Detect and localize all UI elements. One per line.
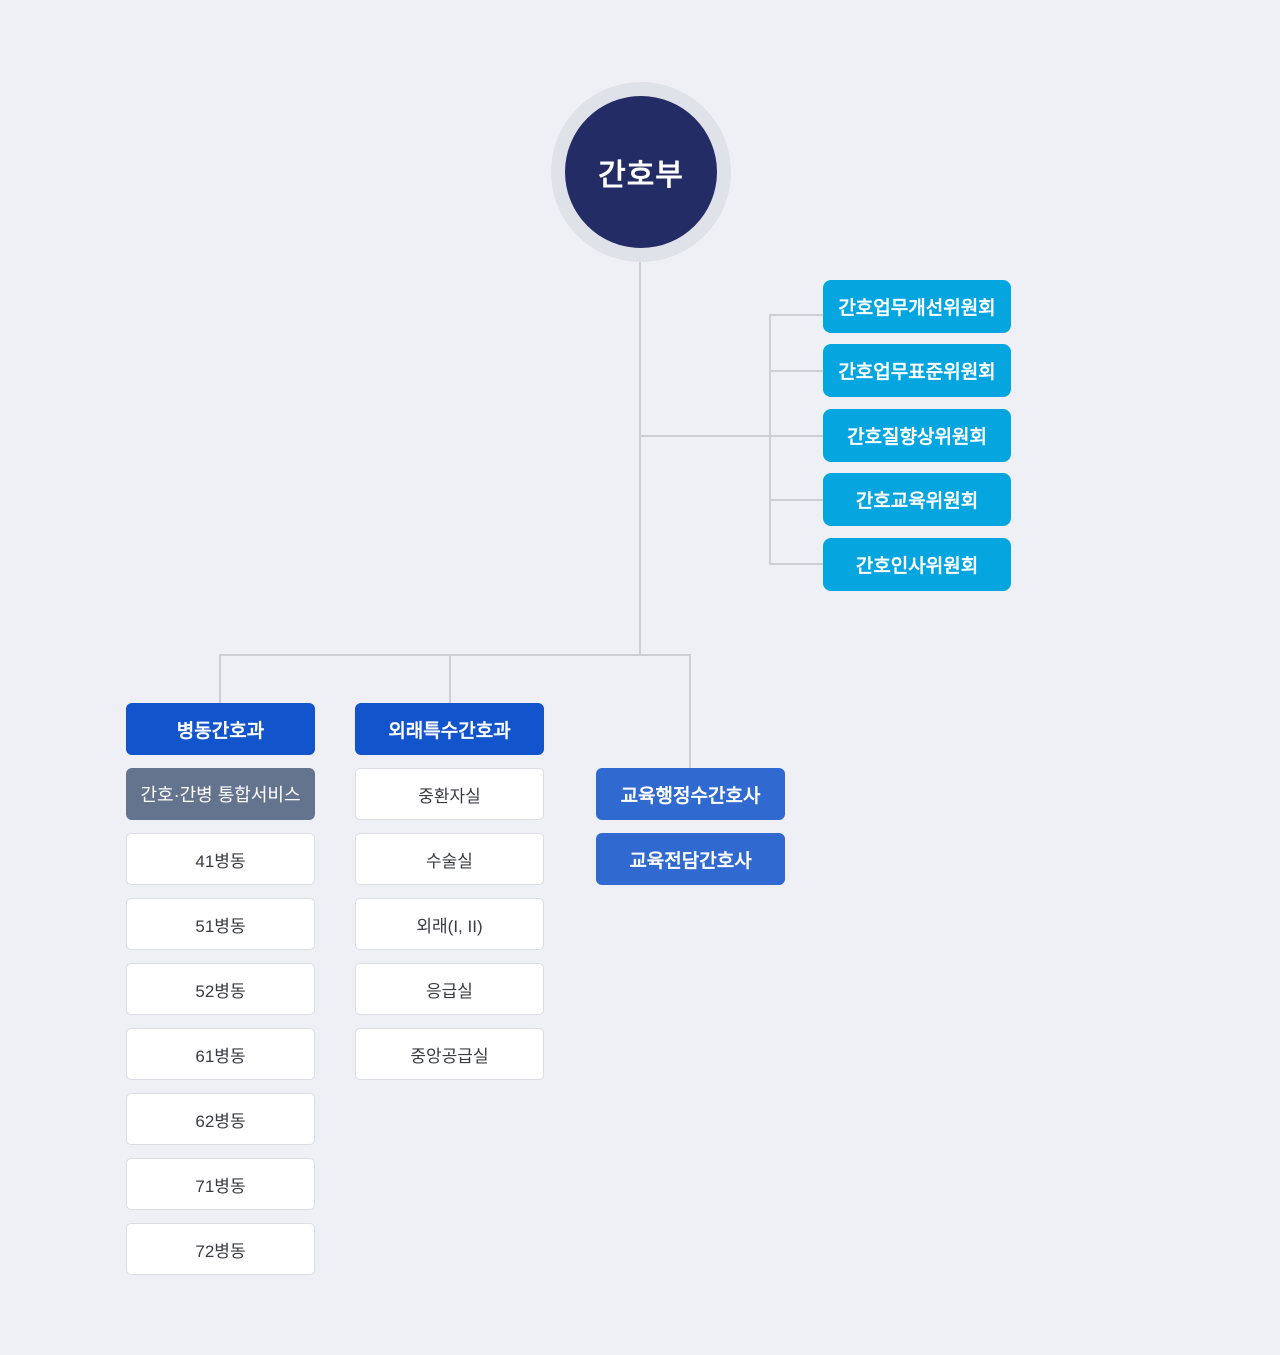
committee-node-quality: 간호질향상위원회: [823, 409, 1011, 462]
ward-label: 52병동: [195, 981, 246, 1001]
ward-node-72: 72병동: [126, 1223, 315, 1275]
unit-label: 응급실: [426, 981, 473, 1001]
division-header-label: 병동간호과: [176, 720, 265, 742]
committee-label: 간호질향상위원회: [847, 427, 987, 448]
ward-division-header: 병동간호과: [126, 703, 315, 755]
ward-label: 61병동: [195, 1046, 246, 1066]
education-node-label: 교육전담간호사: [629, 850, 752, 872]
ward-label: 41병동: [195, 851, 246, 871]
ward-label: 72병동: [195, 1241, 246, 1261]
division-header-label: 외래특수간호과: [388, 720, 511, 742]
committee-node-standards: 간호업무표준위원회: [823, 344, 1011, 397]
ward-node-51: 51병동: [126, 898, 315, 950]
ward-node-52: 52병동: [126, 963, 315, 1015]
committee-node-personnel: 간호인사위원회: [823, 538, 1011, 591]
ward-label: 71병동: [195, 1176, 246, 1196]
connector-drop-ward-division: [219, 654, 221, 703]
connector-committee-stub-1: [770, 314, 823, 316]
ward-label: 51병동: [195, 916, 246, 936]
committee-label: 간호인사위원회: [855, 556, 979, 577]
ward-node-62: 62병동: [126, 1093, 315, 1145]
ward-node-41: 41병동: [126, 833, 315, 885]
connector-committee-branch: [640, 435, 823, 437]
committee-label: 간호업무개선위원회: [838, 298, 996, 319]
committee-node-education: 간호교육위원회: [823, 473, 1011, 526]
ward-label: 62병동: [195, 1111, 246, 1131]
integrated-care-service-label: 간호·간병 통합서비스: [140, 785, 301, 805]
root-node-ring: 간호부: [551, 82, 731, 262]
education-node-label: 교육행정수간호사: [620, 785, 761, 807]
unit-label: 중앙공급실: [410, 1046, 489, 1066]
unit-node-emergency: 응급실: [355, 963, 544, 1015]
unit-node-operating-room: 수술실: [355, 833, 544, 885]
committee-node-improvement: 간호업무개선위원회: [823, 280, 1011, 333]
integrated-care-service-node: 간호·간병 통합서비스: [126, 768, 315, 820]
committee-label: 간호업무표준위원회: [838, 362, 996, 383]
unit-label: 수술실: [426, 851, 473, 871]
root-node-label: 간호부: [598, 159, 684, 192]
connector-committee-stub-2: [770, 370, 823, 372]
ward-node-61: 61병동: [126, 1028, 315, 1080]
unit-node-outpatient: 외래(I, II): [355, 898, 544, 950]
education-dedicated-nurse-node: 교육전담간호사: [596, 833, 785, 885]
ward-node-71: 71병동: [126, 1158, 315, 1210]
root-node: 간호부: [565, 96, 717, 248]
connector-root-vertical: [639, 262, 641, 655]
connector-committee-stub-5: [770, 563, 823, 565]
connector-drop-education: [689, 654, 691, 768]
unit-label: 중환자실: [418, 786, 481, 806]
connector-committee-stub-4: [770, 499, 823, 501]
unit-node-icu: 중환자실: [355, 768, 544, 820]
outpatient-division-header: 외래특수간호과: [355, 703, 544, 755]
connector-drop-outpatient-division: [449, 654, 451, 703]
committee-label: 간호교육위원회: [855, 491, 979, 512]
unit-label: 외래(I, II): [416, 916, 483, 936]
connector-bottom-horizontal: [220, 654, 690, 656]
unit-node-central-supply: 중앙공급실: [355, 1028, 544, 1080]
education-admin-head-nurse-node: 교육행정수간호사: [596, 768, 785, 820]
connector-committee-vertical: [769, 314, 771, 565]
